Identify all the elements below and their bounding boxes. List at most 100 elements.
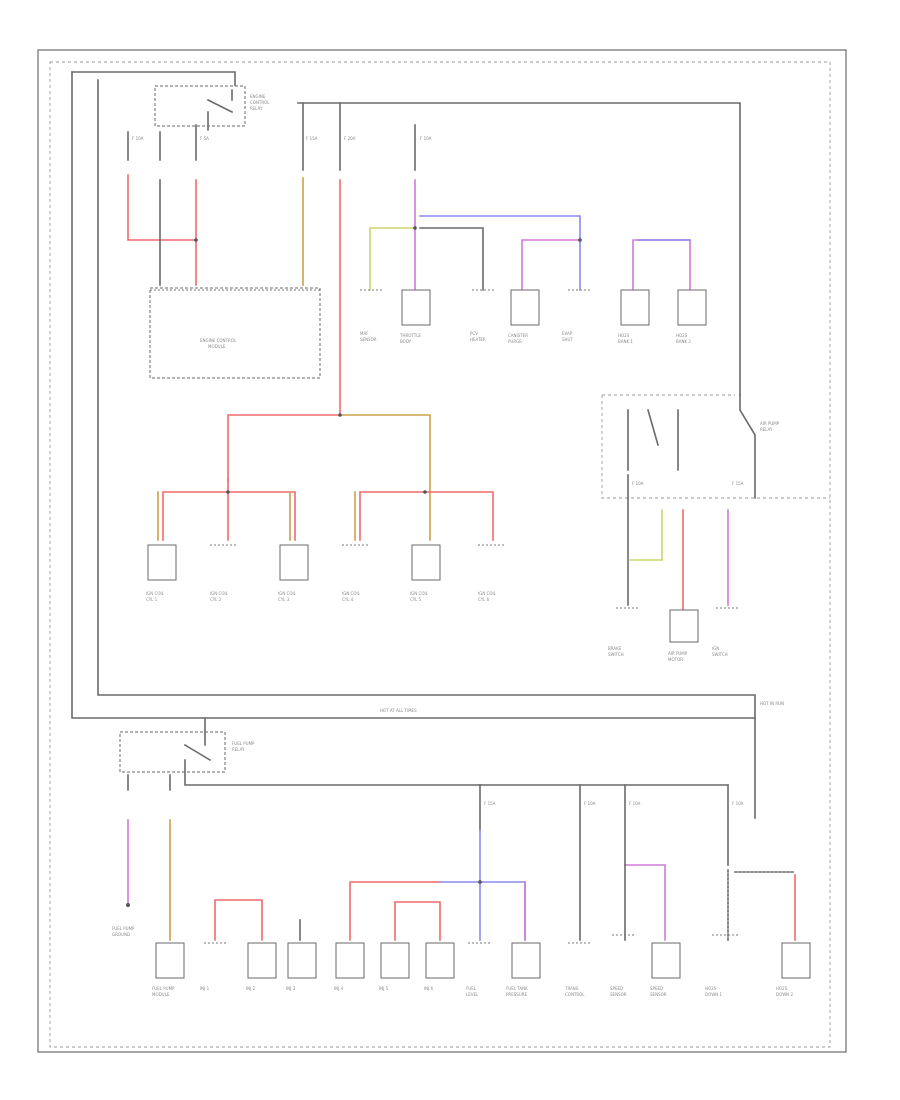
fuel-injector-6: INJ 6 (424, 942, 455, 991)
svg-text:MOTOR: MOTOR (668, 657, 683, 662)
svg-text:RELAY: RELAY (760, 427, 773, 432)
engine-control-module: ENGINE CONTROL MODULE (149, 287, 321, 379)
svg-text:F 5A: F 5A (200, 136, 209, 141)
svg-text:DOWN 1: DOWN 1 (705, 992, 722, 997)
svg-text:RELAY: RELAY (232, 747, 245, 752)
svg-text:PURGE: PURGE (508, 339, 522, 344)
wire-coil-red-right (359, 491, 494, 541)
fuel-injector-5: INJ 5 (379, 942, 410, 991)
svg-text:SENSOR: SENSOR (610, 992, 627, 997)
svg-text:IGN COIL: IGN COIL (278, 591, 297, 596)
svg-text:SPEED: SPEED (650, 986, 663, 991)
svg-text:BANK 1: BANK 1 (618, 339, 633, 344)
svg-text:F 15A: F 15A (306, 136, 318, 141)
svg-text:BANK 2: BANK 2 (676, 339, 691, 344)
fuel-injector-4: INJ 4 (334, 942, 365, 991)
svg-text:GROUND: GROUND (112, 932, 130, 937)
fuse-group-top-right: F 10A (414, 124, 432, 171)
svg-text:CONTROL: CONTROL (565, 992, 585, 997)
svg-text:FUEL PUMP: FUEL PUMP (112, 926, 135, 931)
svg-text:IGN COIL: IGN COIL (210, 591, 229, 596)
component-upper-1: MAF SENSOR (360, 289, 382, 342)
svg-text:INJ 6: INJ 6 (424, 986, 434, 991)
fuel-injector-1: INJ 1 (200, 942, 228, 991)
svg-text:PCV: PCV (470, 331, 478, 336)
component-upper-6: HO2S BANK 1 (618, 289, 650, 344)
wire-ylw-upper (369, 227, 416, 291)
main-feed-top (97, 79, 756, 819)
svg-text:LEVEL: LEVEL (466, 992, 479, 997)
svg-text:F 15A: F 15A (732, 481, 744, 486)
wire-lower-gray-left (127, 774, 171, 791)
svg-text:INJ 2: INJ 2 (246, 986, 256, 991)
svg-text:INJ 1: INJ 1 (200, 986, 210, 991)
fuel-injector-2: INJ 2 (246, 942, 277, 991)
svg-text:SPEED: SPEED (610, 986, 623, 991)
svg-text:BRAKE: BRAKE (608, 646, 622, 651)
svg-text:F 10A: F 10A (132, 136, 144, 141)
component-upper-2: THROTTLE BODY (399, 289, 431, 344)
main-feed-left (71, 71, 756, 719)
splice-dot (478, 880, 482, 884)
svg-text:CYL 1: CYL 1 (146, 597, 158, 602)
splice-dot (338, 413, 342, 417)
wire-coil-red-left (162, 479, 296, 541)
splice-dot (423, 490, 427, 494)
svg-text:IGN COIL: IGN COIL (342, 591, 361, 596)
wire-inj-blue (439, 881, 526, 941)
svg-text:HO2S: HO2S (618, 333, 630, 338)
svg-text:SENSOR: SENSOR (650, 992, 667, 997)
secondary-relay-block: AIR PUMP RELAY (601, 394, 830, 499)
wire-coil-tan-left (157, 491, 291, 541)
svg-text:MODULE: MODULE (152, 992, 170, 997)
svg-text:IGN COIL: IGN COIL (410, 591, 429, 596)
svg-text:INJ 3: INJ 3 (286, 986, 296, 991)
svg-text:F 15A: F 15A (484, 801, 496, 806)
svg-text:PRESSURE: PRESSURE (506, 992, 528, 997)
svg-text:IGN: IGN (712, 646, 719, 651)
splice-dot (578, 238, 582, 242)
top-bus (297, 102, 741, 396)
svg-text:SHUT: SHUT (562, 337, 573, 342)
splice-dot (194, 238, 198, 242)
wire-coil-tan-bus (339, 414, 431, 541)
svg-text:F 10A: F 10A (420, 136, 432, 141)
svg-text:TRANS: TRANS (564, 986, 579, 991)
component-upper-7: HO2S BANK 2 (676, 289, 707, 344)
svg-text:THROTTLE: THROTTLE (399, 333, 421, 338)
svg-text:SWITCH: SWITCH (608, 652, 624, 657)
svg-text:HOT IN RUN: HOT IN RUN (760, 701, 784, 706)
wire-inj-red-2 (349, 881, 441, 941)
svg-text:FUEL TANK: FUEL TANK (506, 986, 528, 991)
wire-violet-o2 (632, 239, 691, 291)
svg-text:INJ 5: INJ 5 (379, 986, 389, 991)
splice-dot (226, 490, 230, 494)
svg-text:ENGINE: ENGINE (250, 94, 266, 99)
fuel-pump-relay: FUEL PUMP RELAY HOT AT ALL TIMES (119, 708, 481, 786)
svg-text:EVAP: EVAP (562, 331, 573, 336)
wire-violet-evap (521, 239, 581, 291)
svg-text:FUEL: FUEL (466, 986, 477, 991)
svg-text:IGN COIL: IGN COIL (478, 591, 497, 596)
wire-lower-gray-far (727, 869, 796, 941)
inner-dashed-border (49, 61, 831, 1048)
wire-ecm-red-1 (127, 174, 197, 241)
svg-text:F 10A: F 10A (629, 801, 641, 806)
svg-text:HO2S: HO2S (705, 986, 717, 991)
ground-dot (126, 903, 130, 907)
svg-text:HOT AT ALL TIMES: HOT AT ALL TIMES (380, 708, 417, 713)
